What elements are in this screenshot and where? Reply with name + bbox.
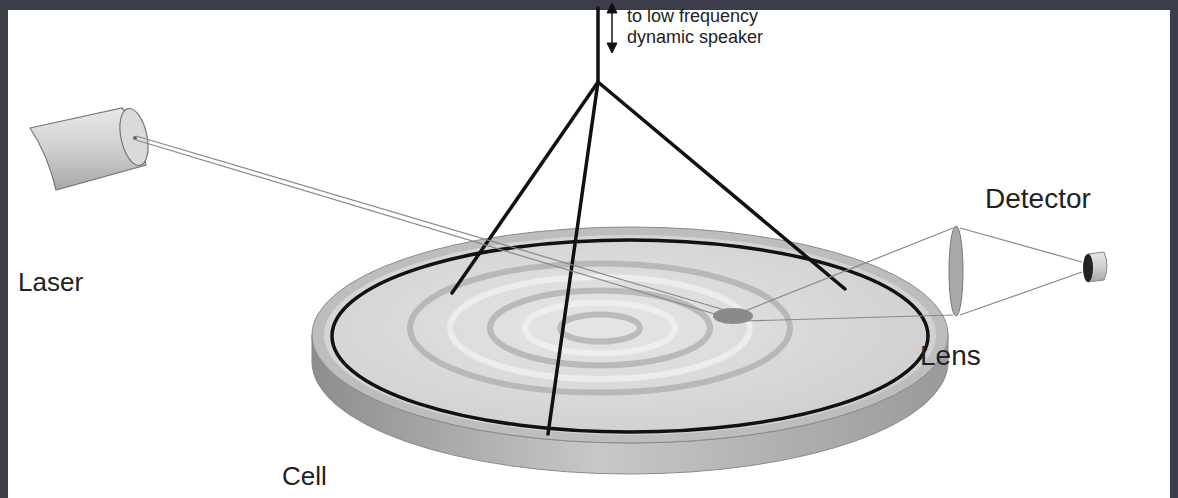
lens-label: Lens [920, 340, 981, 372]
ripple [525, 303, 675, 354]
speaker-label: to low frequency dynamic speaker [627, 6, 807, 47]
reflected-beam [745, 228, 1082, 321]
detector-label: Detector [985, 183, 1091, 215]
lens [949, 226, 963, 316]
laser-label: Laser [18, 268, 83, 298]
page-ground [8, 10, 1170, 498]
laser-body [30, 106, 153, 190]
ripple [450, 277, 750, 379]
ripple [410, 263, 790, 392]
ring-wire [332, 240, 928, 432]
cell-label: Cell [282, 462, 327, 492]
laser-beam [136, 136, 728, 318]
cell [312, 227, 948, 474]
motion-arrow [607, 3, 617, 53]
ripple [490, 291, 710, 366]
surface-ripples [410, 263, 790, 392]
detector [1083, 252, 1107, 282]
ripple [560, 314, 640, 341]
suspension-wires [452, 8, 845, 434]
